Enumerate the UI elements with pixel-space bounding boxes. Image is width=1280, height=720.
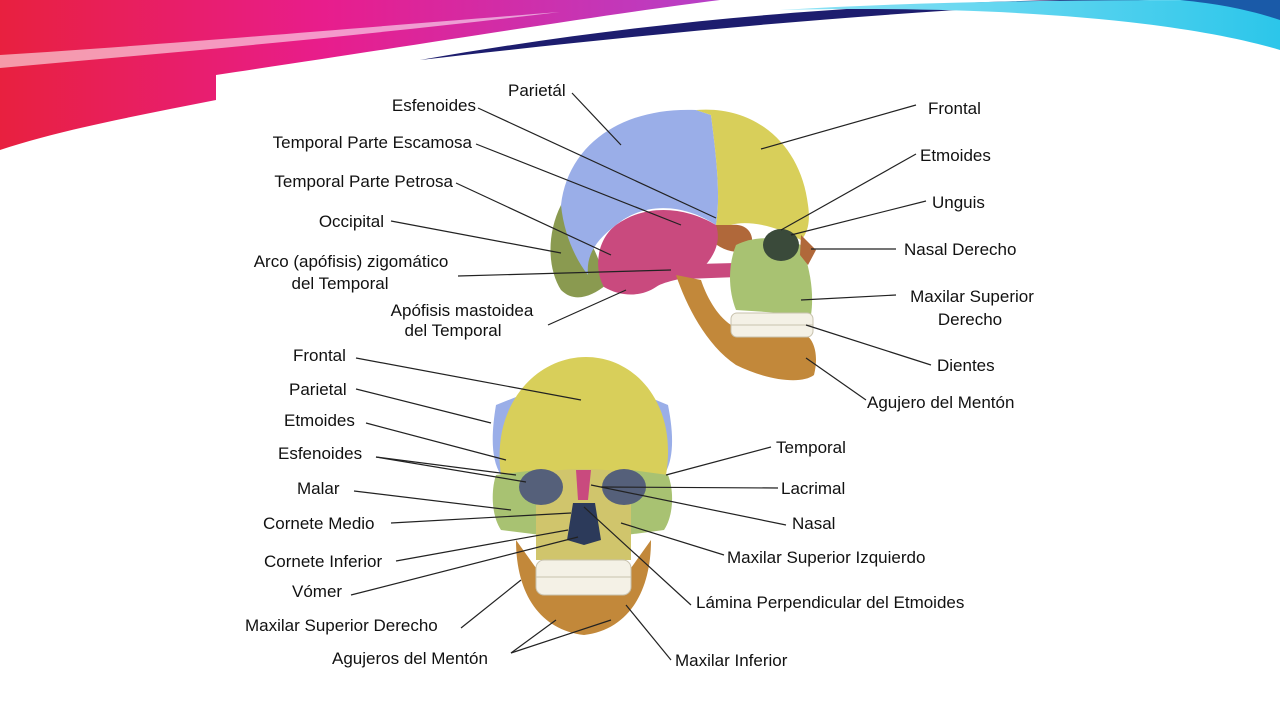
label-lateral-parietal: Parietál (508, 81, 566, 100)
front-nasal-cavity (567, 503, 601, 545)
label-front-temporal: Temporal (776, 438, 846, 457)
label-lateral-occipital: Occipital (318, 212, 384, 231)
leader-dientes (805, 324, 932, 366)
leader-front-agujeros-b (510, 619, 612, 654)
leader-front-parietal (355, 388, 492, 424)
front-mandible (516, 540, 651, 635)
leader-temporal-petrosa (455, 182, 612, 256)
label-lateral-maxilar-superior-line2: Derecho (937, 310, 1003, 329)
front-frontal (499, 357, 669, 475)
leader-parietal (571, 92, 622, 146)
leader-front-maxilar-sup-izquierdo (620, 522, 725, 556)
label-lateral-agujero-menton: Agujero del Mentón (867, 393, 1015, 412)
leader-occipital (390, 220, 562, 254)
label-front-maxilar-superior-derecho: Maxilar Superior Derecho (245, 616, 438, 635)
label-front-frontal: Frontal (293, 346, 346, 365)
banner-white-streak (0, 12, 560, 68)
leader-etmoides (780, 153, 917, 231)
leader-front-esfenoides-b (375, 456, 527, 483)
label-front-parietal: Parietal (289, 380, 347, 399)
leader-lines (350, 92, 932, 661)
leader-front-etmoides (365, 422, 507, 461)
label-lateral-frontal: Frontal (928, 99, 981, 118)
label-front-etmoides: Etmoides (284, 411, 355, 430)
leader-unguis (790, 200, 927, 236)
leader-front-frontal (355, 357, 582, 401)
leader-front-lacrimal (600, 486, 779, 489)
leader-maxilar-superior (800, 294, 897, 301)
leader-front-vomer (350, 536, 579, 596)
leader-front-lamina (583, 506, 692, 606)
label-front-lacrimal: Lacrimal (781, 479, 846, 498)
leader-front-cornete-inferior (395, 529, 569, 562)
label-lateral-maxilar-superior-line1: Maxilar Superior (910, 287, 1034, 306)
banner-blue-edge (1180, 0, 1280, 20)
lateral-nasal (800, 235, 816, 265)
leader-arco (457, 269, 672, 277)
label-lateral-esfenoides: Esfenoides (391, 96, 476, 115)
lateral-orbit (763, 229, 799, 261)
leader-front-nasal (590, 484, 787, 526)
frontal-skull (492, 357, 673, 635)
leader-front-temporal (665, 446, 772, 476)
lateral-frontal (696, 109, 809, 240)
label-front-esfenoides: Esfenoides (278, 444, 363, 463)
leader-mastoidea (547, 289, 627, 326)
label-lateral-unguis: Unguis (932, 193, 985, 212)
banner-pink-swoosh (0, 0, 720, 150)
label-lateral-nasal-derecho: Nasal Derecho (904, 240, 1017, 259)
label-lateral-mastoidea-line1: Apófisis mastoidea (390, 301, 534, 320)
decorative-banner (0, 0, 1280, 150)
leader-front-maxilar-inferior (625, 604, 672, 661)
label-lateral-arco-line2: del Temporal (291, 274, 389, 293)
label-lateral-mastoidea-line2: del Temporal (404, 321, 502, 340)
label-lateral-temporal-petrosa: Temporal Parte Petrosa (274, 172, 453, 191)
label-front-vomer: Vómer (292, 582, 343, 601)
label-lateral-temporal-escamosa: Temporal Parte Escamosa (272, 133, 472, 152)
lateral-skull (550, 109, 817, 381)
leader-front-malar (353, 490, 512, 511)
lateral-parietal (561, 109, 719, 275)
label-front-lamina-perpendicular: Lámina Perpendicular del Etmoides (696, 593, 965, 612)
leader-frontal (760, 104, 917, 150)
label-front-cornete-inferior: Cornete Inferior (264, 552, 383, 571)
front-nasal-bone (576, 470, 591, 500)
leader-temporal-escamosa (475, 143, 682, 226)
label-front-cornete-medio: Cornete Medio (263, 514, 375, 533)
front-orbit-left (519, 469, 563, 505)
label-front-agujeros-menton: Agujeros del Mentón (332, 649, 488, 668)
leader-esfenoides (477, 107, 717, 219)
leader-agujero-menton (805, 357, 867, 401)
label-lateral-dientes: Dientes (937, 356, 995, 375)
banner-cyan-swoosh (780, 0, 1280, 50)
label-front-malar: Malar (297, 479, 340, 498)
skull-figure (216, 75, 1050, 695)
leader-front-agujeros-a (510, 619, 557, 654)
label-lateral-etmoides: Etmoides (920, 146, 991, 165)
label-front-nasal: Nasal (792, 514, 836, 533)
label-front-maxilar-inferior: Maxilar Inferior (675, 651, 788, 670)
label-lateral-arco-line1: Arco (apófisis) zigomático (253, 252, 449, 271)
leader-front-esfenoides-a (375, 456, 517, 476)
label-front-maxilar-superior-izquierdo: Maxilar Superior Izquierdo (727, 548, 926, 567)
leader-front-cornete-medio (390, 512, 572, 524)
leader-front-maxilar-sup-derecho (460, 579, 522, 629)
